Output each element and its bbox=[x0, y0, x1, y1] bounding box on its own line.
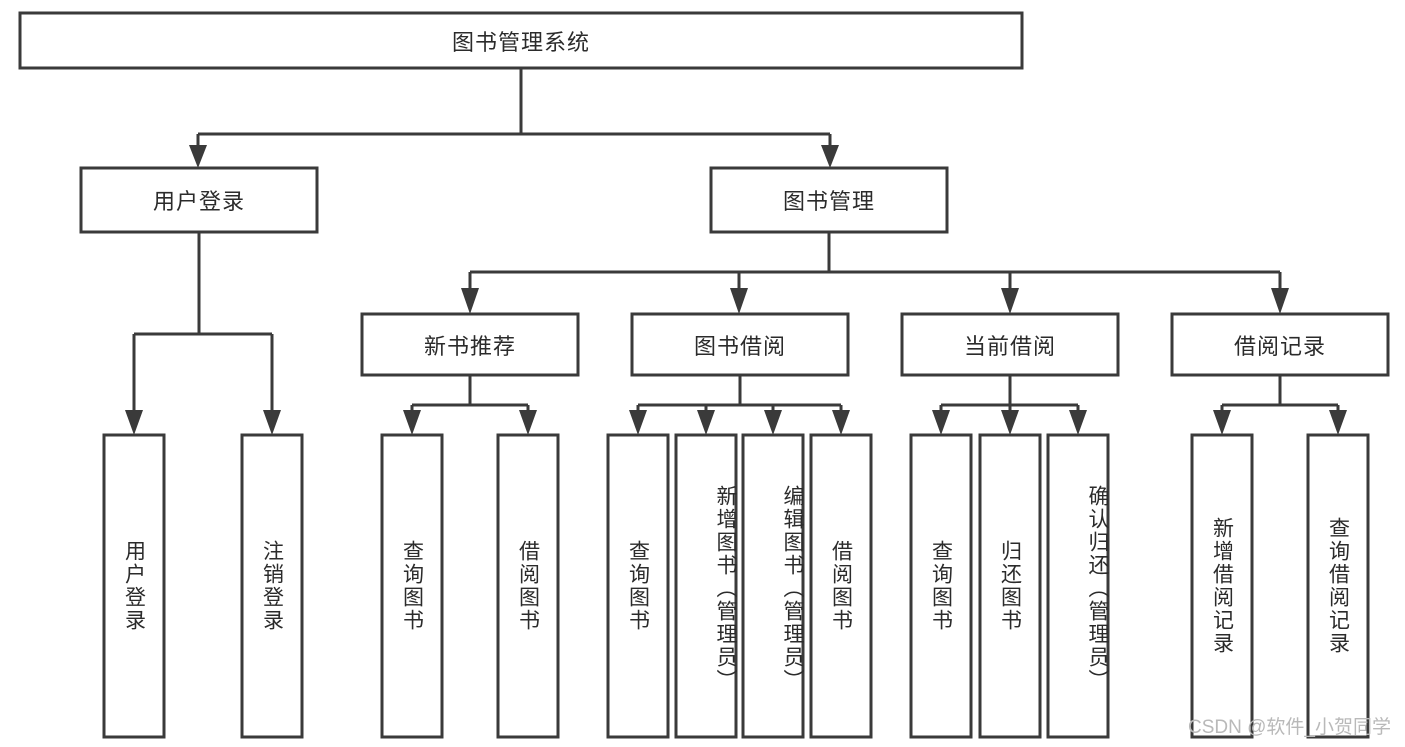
arrowhead-current-borrow bbox=[1001, 288, 1019, 314]
arrowhead-nbr-leaf-1 bbox=[403, 410, 421, 435]
leaf-box-user-login[interactable] bbox=[102, 433, 166, 739]
arrowhead-book-manage bbox=[821, 145, 839, 168]
leaf-box-cb-return-book[interactable] bbox=[978, 433, 1042, 739]
arrowhead-cb-leaf-1 bbox=[932, 410, 950, 435]
leaf-box-br-query-record[interactable] bbox=[1306, 433, 1370, 739]
arrowhead-borrow-record bbox=[1271, 288, 1289, 314]
leaf-box-bb-edit-book[interactable] bbox=[741, 433, 805, 739]
leaf-box-br-add-record[interactable] bbox=[1190, 433, 1254, 739]
arrowhead-new-book-rec bbox=[461, 288, 479, 314]
node-book-manage-box[interactable] bbox=[709, 166, 949, 234]
arrowhead-nbr-leaf-2 bbox=[519, 410, 537, 435]
arrowhead-bb-leaf-1 bbox=[629, 410, 647, 435]
node-current-borrow-box[interactable] bbox=[900, 312, 1120, 377]
arrowhead-br-leaf-1 bbox=[1213, 410, 1231, 435]
arrowhead-br-leaf-2 bbox=[1329, 410, 1347, 435]
node-root-box[interactable] bbox=[18, 11, 1024, 70]
node-borrow-record-box[interactable] bbox=[1170, 312, 1390, 377]
arrowhead-leaf-user-login bbox=[125, 410, 143, 435]
leaf-box-cb-confirm-return[interactable] bbox=[1046, 433, 1110, 739]
node-book-borrow-box[interactable] bbox=[630, 312, 850, 377]
arrowhead-bb-leaf-4 bbox=[832, 410, 850, 435]
arrowhead-book-borrow bbox=[730, 288, 748, 314]
leaf-box-bb-borrow-book[interactable] bbox=[809, 433, 873, 739]
leaf-box-nbr-query-book[interactable] bbox=[380, 433, 444, 739]
arrowhead-cb-leaf-3 bbox=[1069, 410, 1087, 435]
arrowhead-bb-leaf-2 bbox=[697, 410, 715, 435]
leaf-box-bb-add-book[interactable] bbox=[674, 433, 738, 739]
node-new-book-rec-box[interactable] bbox=[360, 312, 580, 377]
leaf-box-cb-query-book[interactable] bbox=[909, 433, 973, 739]
leaf-box-nbr-borrow-book[interactable] bbox=[496, 433, 560, 739]
arrowhead-cb-leaf-2 bbox=[1001, 410, 1019, 435]
csdn-watermark: CSDN @软件_小贺同学 bbox=[1188, 717, 1391, 738]
arrowhead-bb-leaf-3 bbox=[764, 410, 782, 435]
leaf-box-bb-query-book[interactable] bbox=[606, 433, 670, 739]
arrowhead-user-login bbox=[189, 145, 207, 168]
leaf-box-logout[interactable] bbox=[240, 433, 304, 739]
node-user-login-box[interactable] bbox=[79, 166, 319, 234]
arrowhead-leaf-logout bbox=[263, 410, 281, 435]
